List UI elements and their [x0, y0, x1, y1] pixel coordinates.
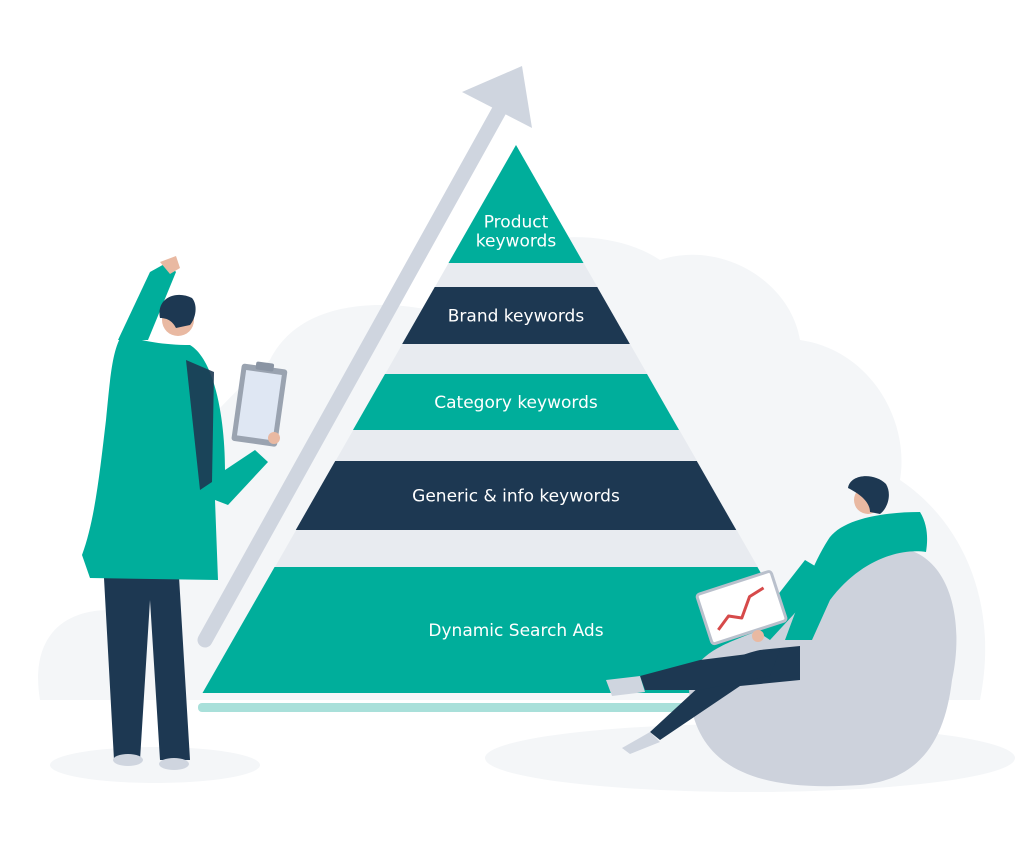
pyramid-tier-1	[448, 145, 584, 263]
sitting-man-figure	[606, 476, 957, 787]
pyramid-base-line	[198, 703, 684, 712]
pyramid-tier-5	[202, 567, 830, 693]
pyramid-tier-3	[352, 374, 680, 430]
pyramid-tier-1-label: keywords	[476, 232, 557, 252]
up-right-arrow-icon	[197, 66, 532, 648]
pyramid-tier-2-label: Brand keywords	[448, 307, 585, 327]
pyramid-tier-1-label: Product	[484, 213, 549, 233]
standing-man-figure	[82, 256, 288, 770]
pyramid-tier-4-label: Generic & info keywords	[412, 487, 620, 507]
pyramid-tier-4	[295, 461, 737, 530]
pyramid-tier-5-label: Dynamic Search Ads	[428, 621, 603, 641]
pyramid-tier-3-label: Category keywords	[434, 393, 598, 413]
pyramid-tier-2	[402, 287, 630, 344]
floor-shadow-left	[50, 747, 260, 783]
